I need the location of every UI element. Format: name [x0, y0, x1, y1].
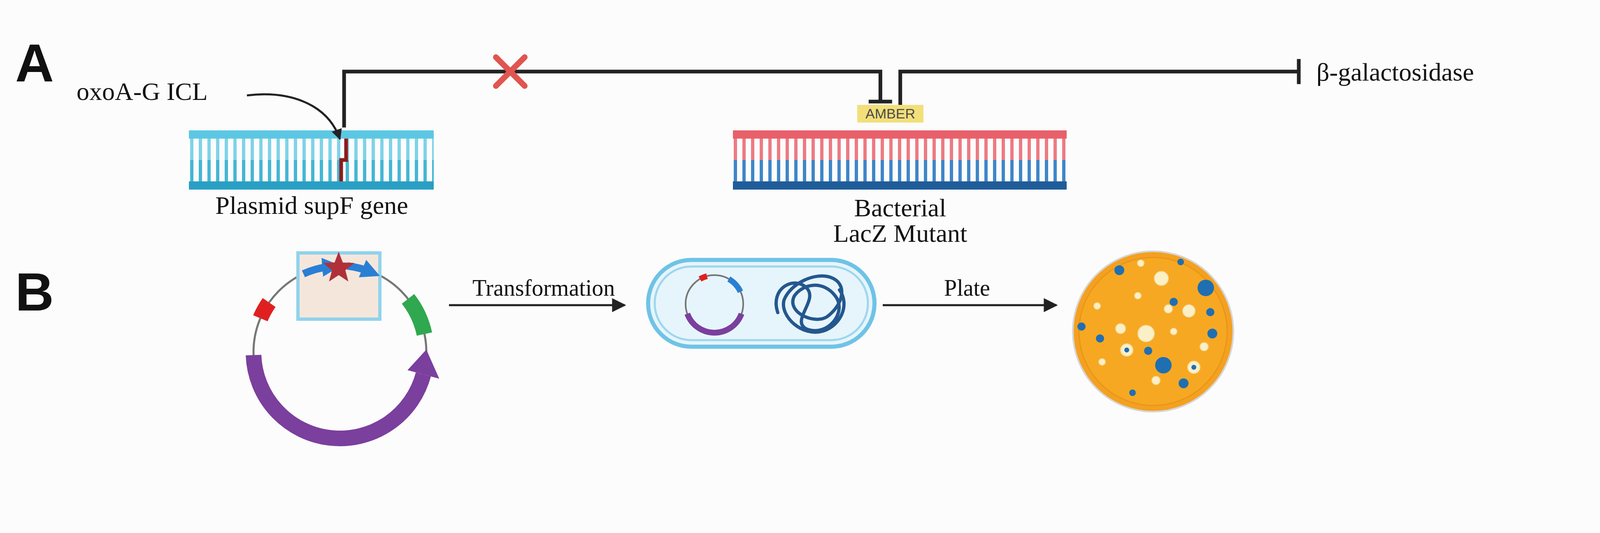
bacterium-cell: [648, 260, 875, 347]
white-colony: [1093, 260, 1209, 385]
blue-colony: [1155, 357, 1172, 374]
plasmid-dna: [188, 181, 434, 190]
plasmid-dna: [188, 130, 434, 139]
colony-center: [1191, 365, 1197, 370]
petri-dish: [1072, 251, 1234, 412]
white-colony: [1170, 328, 1177, 335]
process-arrow: [882, 304, 1057, 307]
lacz-dna: [732, 130, 1067, 190]
blocked-cross: [495, 57, 525, 87]
blue-colony: [1178, 378, 1189, 389]
bacterium-cell: [687, 313, 742, 333]
blue-colony: [1095, 334, 1105, 343]
amber-box: AMBER: [857, 104, 924, 123]
white-colony: [1093, 302, 1101, 310]
panel-letter: B: [15, 265, 54, 319]
white-colony: [1187, 361, 1200, 374]
blue-colony: [1077, 258, 1218, 397]
white-colony: [1151, 376, 1161, 385]
petri-dish: [1072, 251, 1234, 412]
blocked-cross: [495, 57, 525, 87]
blue-colony: [1207, 328, 1218, 339]
plasmid-map: [407, 349, 440, 380]
chromosome: [776, 276, 845, 333]
bacterium-cell: [728, 279, 741, 292]
lacz-dna: [732, 138, 1067, 182]
inhibition-connector: [900, 60, 1299, 105]
blue-colony: [1177, 258, 1184, 266]
bacterium-cell: [700, 276, 707, 280]
white-colony: [1137, 325, 1155, 342]
plasmid-dna: [188, 138, 434, 182]
connector-group: [344, 60, 1299, 128]
bacterium-cell: [685, 275, 744, 333]
white-colony: [1098, 358, 1106, 366]
plasmid-map: [347, 266, 372, 273]
plasmid-map: [303, 266, 332, 275]
inhibition-head: [870, 100, 891, 104]
arrow-label: Transformation: [472, 276, 615, 300]
white-colony: [1200, 342, 1209, 352]
plasmid-map: [253, 251, 440, 439]
dna-node: Bacterial LacZ Mutant AMBER: [730, 102, 1070, 252]
white-colony: [1164, 304, 1173, 314]
white-colony: [1182, 304, 1196, 318]
blue-colony: [1144, 346, 1153, 356]
lesion-star: [323, 251, 355, 282]
blue-colony: [1197, 279, 1214, 297]
blue-colony: [1077, 322, 1086, 331]
node-text: β-galactosidase: [1316, 59, 1547, 85]
product-node: β-galactosidase: [1304, 53, 1548, 93]
connector-line: [344, 71, 881, 128]
blue-colony: [1114, 265, 1125, 276]
blocked-cross: [495, 57, 525, 87]
plasmid-map: [408, 299, 425, 335]
inhibition-head: [1297, 60, 1301, 83]
blue-colony: [1169, 297, 1178, 307]
blue-colony: [1206, 308, 1215, 317]
white-colony: [1120, 344, 1133, 357]
plasmid-dna: [188, 130, 434, 190]
lacz-dna: [732, 181, 1067, 190]
interstrand-crosslink: [341, 138, 347, 182]
process-arrow: [448, 304, 625, 307]
plasmid-map: [253, 355, 424, 439]
white-colony: [1115, 323, 1126, 334]
white-colony: [1154, 271, 1169, 286]
bacterium-cell: [654, 266, 868, 341]
node-text: AMBER: [857, 104, 924, 123]
callout-label: oxoA-G ICL: [76, 78, 208, 105]
petri-dish: [1079, 257, 1228, 406]
leader-arrow: [246, 94, 340, 140]
bacterium-cell: [648, 260, 875, 347]
connector-line: [900, 71, 1299, 105]
dna-node: Plasmid supF gene: [187, 127, 437, 225]
arrow-label: Plate: [944, 276, 991, 300]
blue-colony: [1129, 389, 1136, 397]
node-text: Bacterial LacZ Mutant: [829, 195, 972, 247]
node-text: Plasmid supF gene: [187, 192, 437, 219]
panel-letter: A: [15, 36, 54, 90]
plasmid-map: [260, 302, 270, 319]
white-colony: [1134, 292, 1142, 300]
inhibition-connector: [344, 71, 891, 128]
lacz-dna: [732, 130, 1067, 139]
colony-center: [1124, 347, 1130, 353]
white-colony: [1137, 260, 1145, 267]
